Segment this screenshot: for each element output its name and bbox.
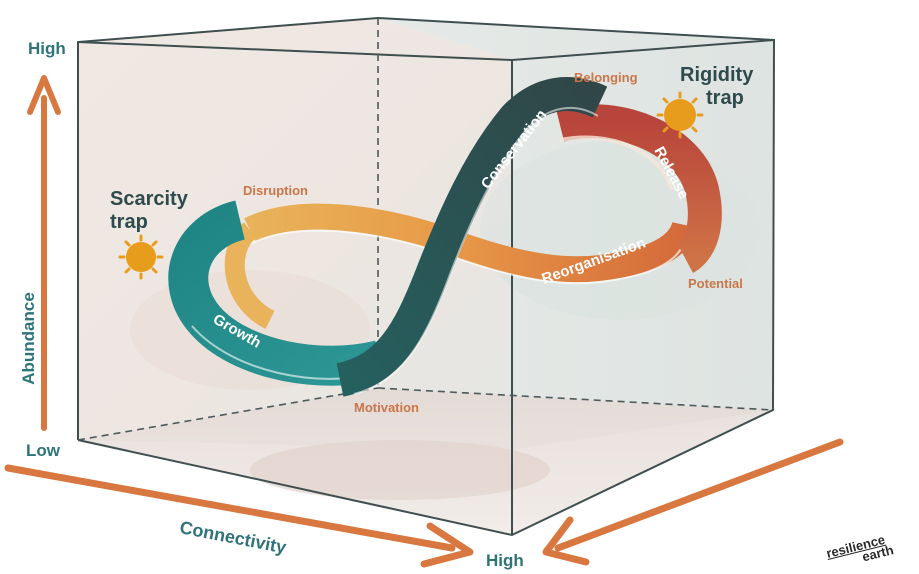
cube-hidden-edge — [77, 387, 379, 441]
scarcity-sun-icon — [118, 234, 164, 280]
conservation-band-edge — [353, 106, 599, 395]
disruption-label: Disruption — [243, 183, 308, 198]
x-axis-high-label: High — [486, 551, 524, 570]
reorganisation-band — [244, 203, 698, 283]
watercolor-blotch — [250, 440, 550, 500]
y-axis-title: Abundance — [18, 292, 38, 385]
motivation-label: Motivation — [354, 400, 419, 415]
belonging-label: Belonging — [574, 70, 638, 85]
rigidity-trap-line-1: Rigidity — [680, 64, 754, 86]
depth-arrow — [554, 438, 844, 552]
axis-arrows — [4, 75, 844, 568]
rigidity-sun-icon — [656, 91, 704, 139]
release-band — [555, 104, 722, 273]
abundance-arrowhead — [27, 75, 61, 115]
rigidity-trap-label: Rigidity trap — [680, 64, 753, 110]
connectivity-arrow — [4, 464, 456, 552]
y-axis-low-label: Low — [26, 441, 60, 460]
adaptive-cycle-ribbon — [168, 77, 722, 397]
reorganisation-band-edge — [249, 229, 686, 285]
cube-edge — [77, 41, 513, 61]
rigidity-trap-line-2: trap — [706, 87, 744, 109]
conservation-band — [335, 77, 608, 397]
scarcity-trap-label: Scarcity trap — [110, 188, 188, 234]
y-axis-high-label: High — [28, 39, 66, 58]
cube-hidden-edge — [377, 387, 774, 411]
cube-edge — [511, 39, 775, 61]
potential-label: Potential — [688, 276, 743, 291]
growth-band — [168, 200, 385, 386]
release-band-inner — [559, 135, 674, 191]
scarcity-trap-line-1: Scarcity — [110, 188, 188, 210]
depth-arrowhead — [542, 516, 590, 566]
scarcity-trap-line-2: trap — [110, 211, 148, 233]
connectivity-arrowhead — [420, 522, 474, 568]
